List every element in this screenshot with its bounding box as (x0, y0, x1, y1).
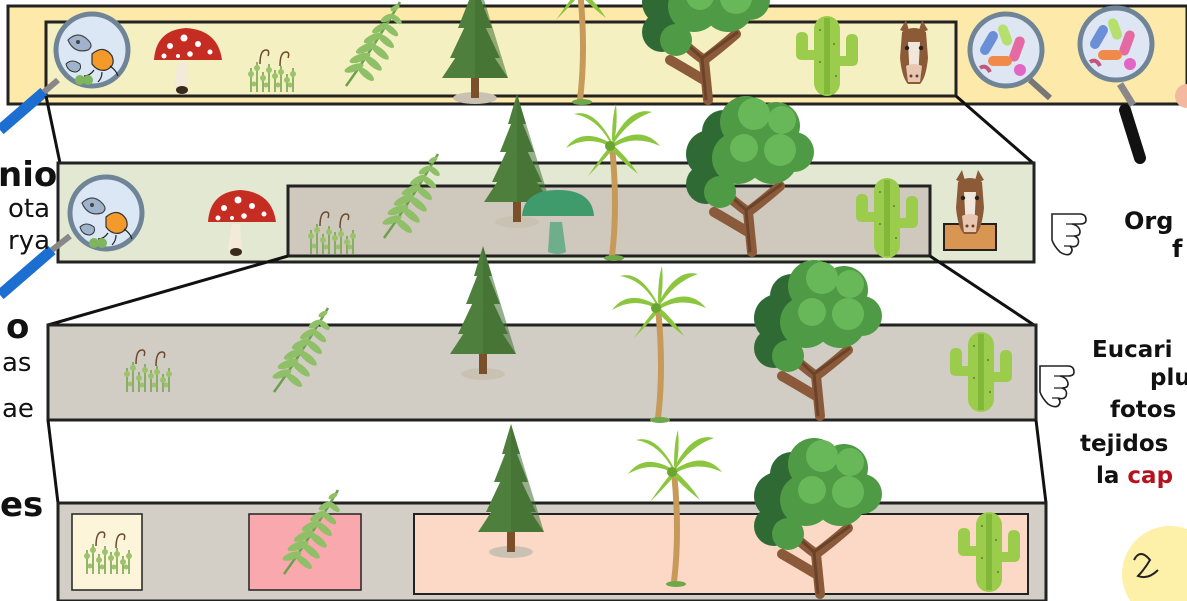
bacteria-magnifier-icon-2 (1080, 8, 1152, 80)
tier-kingdom (0, 94, 1034, 295)
eukaryotes-line3: fotos (1110, 398, 1176, 423)
kingdom-line1: as (2, 350, 31, 376)
protists-magnifier-icon-2 (70, 177, 142, 249)
horse-icon (900, 20, 928, 84)
eukaryotes-line2: plu (1150, 366, 1187, 391)
kingdom-title: o (6, 310, 29, 344)
eukaryotes-line5-prefix: la (1096, 463, 1127, 489)
protists-magnifier-icon (56, 14, 128, 86)
bacteria-magnifier-icon (970, 14, 1042, 86)
tier-domain (0, 0, 1187, 158)
domain-line1: ota (8, 196, 50, 222)
horse-icon-2 (956, 170, 984, 234)
eukaryotes-line4: tejidos (1080, 432, 1168, 457)
tier4-fern-box (249, 514, 361, 590)
organisms-line2: f (1172, 236, 1182, 262)
eukaryotes-line5: la cap (1096, 464, 1173, 489)
tier-classes (58, 424, 1046, 601)
eukaryotes-line1: Eucari (1092, 338, 1172, 363)
eukaryotes-line5-highlight: cap (1127, 463, 1173, 489)
kingdom-line2: ae (2, 396, 34, 422)
domain-title: nio (0, 158, 57, 192)
tier-class (48, 246, 1036, 423)
organisms-line1: Org (1124, 208, 1173, 234)
tier3-band (48, 325, 1036, 420)
classes-title: es (0, 488, 43, 522)
lightbulb-icon (1122, 526, 1187, 601)
hand-pointer-icon-2 (1040, 366, 1074, 407)
magnifier-handle (1125, 110, 1140, 158)
hand-pointer-icon (1052, 214, 1086, 255)
domain-line2: rya (8, 228, 50, 254)
